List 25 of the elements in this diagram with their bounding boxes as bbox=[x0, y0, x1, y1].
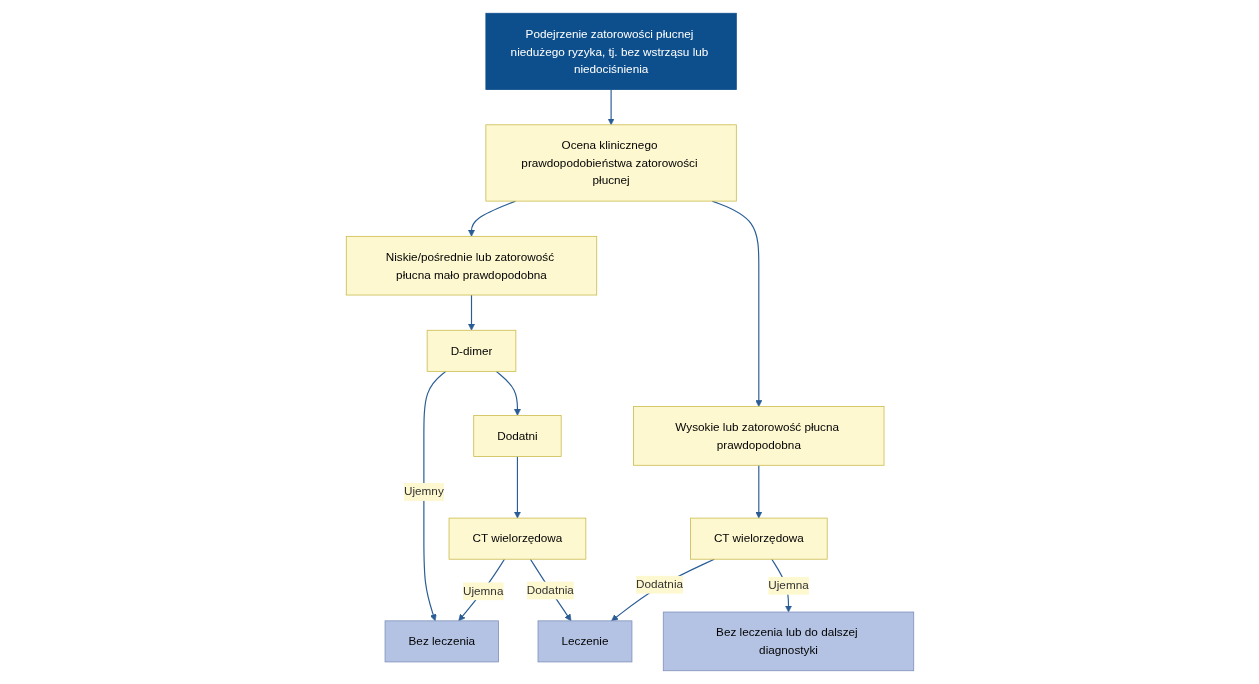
edge-label: Dodatnia bbox=[526, 583, 574, 597]
edge-label: Ujemna bbox=[767, 578, 809, 592]
edge-label: Ujemny bbox=[403, 484, 444, 498]
node-box: Podejrzenie zatorowości płucnej niedużego ryzyka, tj. bez wstrząsu lub niedociśnienia bbox=[485, 12, 737, 90]
node-box: D-dimer bbox=[426, 329, 516, 372]
node-box: Bez leczenia lub do dalszej diagnostyki bbox=[662, 611, 914, 672]
edge-label: Ujemna bbox=[462, 583, 503, 598]
arrow bbox=[422, 370, 446, 622]
node-box: Dodatni bbox=[472, 415, 562, 457]
arrow bbox=[467, 200, 516, 237]
arrow bbox=[457, 558, 505, 622]
arrow bbox=[607, 89, 615, 126]
arrow bbox=[495, 370, 521, 416]
arrow bbox=[610, 558, 715, 622]
arrow bbox=[754, 464, 762, 519]
node-box: Bez leczenia bbox=[384, 620, 499, 663]
edge-label: Dodatnia bbox=[635, 577, 683, 591]
node-box: Wysokie lub zatorowość płucna prawdopodobna bbox=[632, 406, 884, 466]
node-box: Ocena klinicznego prawdopodobieństwa zatorowości płucnej bbox=[485, 124, 737, 202]
arrow bbox=[467, 294, 475, 331]
arrow bbox=[513, 455, 521, 519]
node-box: Leczenie bbox=[537, 620, 632, 663]
node-box: CT wielorzędowa bbox=[448, 517, 586, 560]
node-box: CT wielorzędowa bbox=[689, 517, 828, 560]
node-box: Niskie/pośrednie lub zatorowość płucna mało prawdopodobna bbox=[345, 235, 597, 296]
